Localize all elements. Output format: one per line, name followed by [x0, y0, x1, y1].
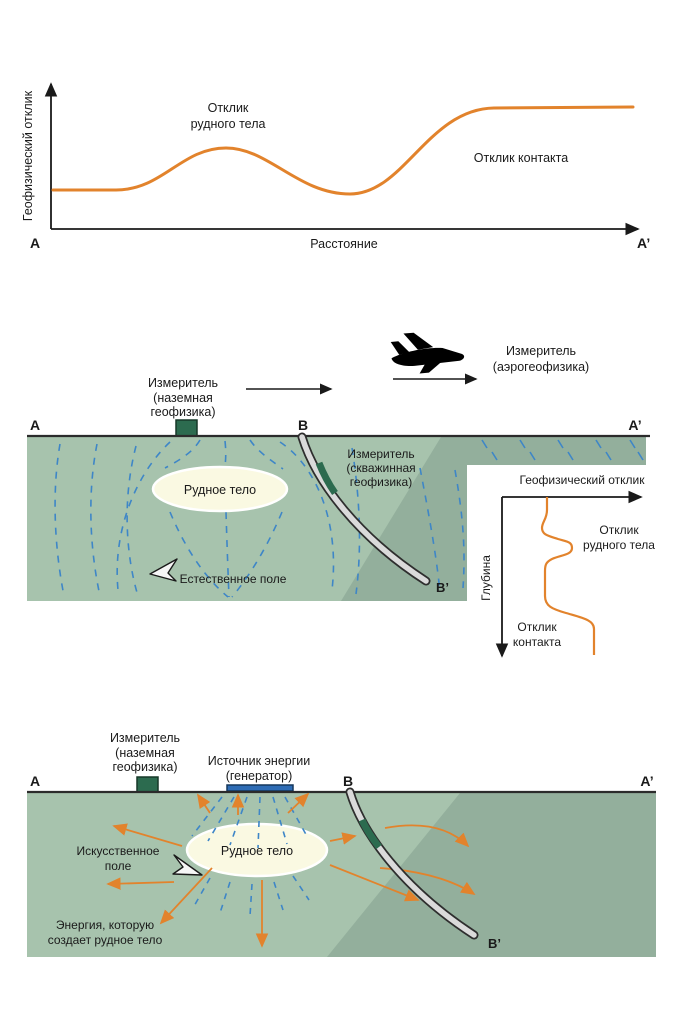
profile-end-label: A’ — [637, 235, 650, 251]
artificial-field-section: Измеритель (наземная геофизика) Источник… — [27, 731, 656, 957]
mid-ground-sensor-label-line1: Измеритель — [148, 376, 218, 390]
aero-label-line2: (аэрогеофизика) — [493, 360, 589, 374]
x-axis-label: Расстояние — [310, 237, 378, 251]
mid-contact-zone — [341, 437, 646, 601]
depth-chart-title: Геофизический отклик — [520, 473, 646, 487]
energy-source-label-line1: Источник энергии — [208, 754, 311, 768]
depth-response-curve — [540, 497, 596, 655]
profile-start-label: A — [30, 235, 40, 251]
natural-field-pointer-icon — [149, 558, 178, 582]
mid-borehole-tube — [299, 434, 429, 584]
borehole-label-line3: геофизика) — [350, 475, 412, 489]
mid-point-b-prime: B’ — [436, 580, 449, 595]
mid-ground-sensor-label-line2: (наземная — [153, 391, 213, 405]
y-axis-label: Геофизический отклик — [21, 90, 35, 221]
bot-ore-body-label: Рудное тело — [221, 844, 293, 858]
bot-ground-sensor-label-line3: геофизика) — [112, 760, 177, 774]
response-curve — [51, 105, 635, 196]
bot-borehole-tube — [347, 789, 477, 938]
ore-response-label-line1: Отклик — [208, 101, 249, 115]
airplane-wing-bottom — [419, 361, 442, 374]
mid-ore-body-label: Рудное тело — [184, 483, 256, 497]
depth-ore-label-line1: Отклик — [599, 523, 639, 537]
bot-ground-sensor-label-line2: (наземная — [115, 746, 175, 760]
mid-point-a: A — [30, 417, 40, 433]
energy-source-label-line2: (генератор) — [226, 769, 293, 783]
artificial-field-pointer-icon — [172, 854, 203, 876]
airplane-tail — [390, 341, 410, 355]
generator-bar — [226, 784, 294, 792]
airplane-body — [391, 347, 465, 366]
mid-point-b: B — [298, 417, 308, 433]
borehole-label-line1: Измеритель — [347, 447, 414, 461]
mid-ore-body — [151, 465, 289, 513]
depth-chart: Геофизический отклик Глубина Отклик рудн… — [479, 473, 655, 658]
aero-label-line1: Измеритель — [506, 344, 576, 358]
airplane-icon — [390, 332, 465, 374]
airplane-wing-top — [403, 332, 434, 350]
bot-contact-zone — [327, 793, 656, 957]
mid-point-a-prime: A’ — [628, 417, 641, 433]
bot-ground-sensor-label-line1: Измеритель — [110, 731, 180, 745]
artificial-field-label-line1: Искусственное — [77, 844, 160, 858]
natural-field-label: Естественное поле — [180, 572, 287, 586]
bot-point-b-prime: B’ — [488, 936, 501, 951]
contact-response-label: Отклик контакта — [474, 151, 568, 165]
natural-field-section: Измеритель (аэрогеофизика) Измеритель (н… — [27, 332, 650, 601]
natural-field-lines — [54, 439, 465, 598]
bot-borehole-sensor — [358, 818, 382, 850]
bot-point-a: A — [30, 773, 40, 789]
artificial-field-label-line2: поле — [105, 859, 132, 873]
profile-chart: Геофизический отклик Расстояние A A’ Отк… — [21, 82, 650, 251]
strip-field-dashes — [481, 439, 644, 461]
bot-point-a-prime: A’ — [640, 773, 653, 789]
ground-sensor-box — [175, 419, 198, 437]
depth-ore-label-line2: рудного тела — [583, 538, 655, 552]
ore-response-label-line2: рудного тела — [191, 117, 266, 131]
energy-label-line2: создает рудное тело — [48, 933, 163, 947]
bot-point-b: B — [343, 773, 353, 789]
depth-contact-label-line1: Отклик — [517, 620, 557, 634]
bot-ore-body — [185, 822, 329, 878]
mid-borehole-sensor — [315, 461, 338, 496]
depth-axis-label: Глубина — [479, 555, 493, 601]
energy-label-line1: Энергия, которую — [56, 918, 154, 932]
mid-ground-sensor-label-line3: геофизика) — [150, 405, 215, 419]
borehole-label-line2: (скважинная — [346, 461, 415, 475]
artificial-field-lines — [191, 796, 310, 917]
depth-contact-label-line2: контакта — [513, 635, 561, 649]
bot-ground-sensor-box — [136, 776, 159, 793]
